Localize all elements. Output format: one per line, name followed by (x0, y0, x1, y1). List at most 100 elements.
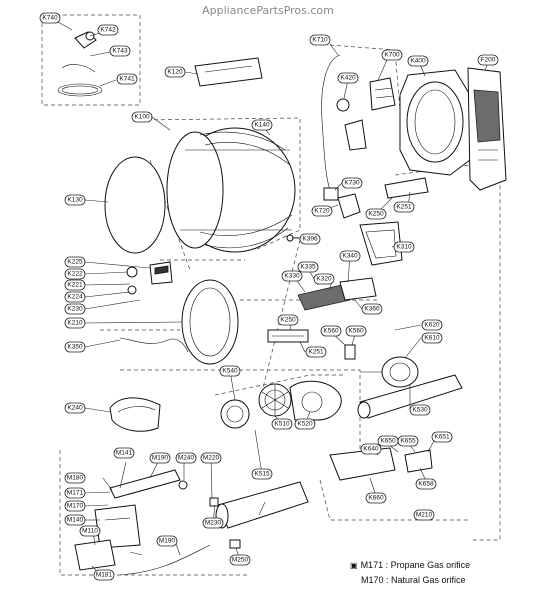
callout-k530: K530 (409, 404, 431, 416)
callout-text: K240 (67, 405, 83, 412)
callout-k730: K730 (341, 177, 363, 189)
callout-k520: K520 (294, 418, 316, 430)
callout-k350: K350 (64, 341, 86, 353)
callout-bubble (64, 194, 86, 206)
callout-bubble (113, 447, 135, 459)
callout-bubble (409, 404, 431, 416)
callout-bubble (309, 34, 331, 46)
filter-assembly (467, 67, 507, 191)
callout-m220: M220 (200, 452, 222, 464)
callout-k651: K651 (431, 431, 453, 443)
callout-k340: K340 (339, 250, 361, 262)
callout-k221: K221 (64, 279, 86, 291)
callout-bubble (64, 303, 86, 315)
callout-m230: M230 (202, 517, 224, 529)
callout-bubble (131, 111, 153, 123)
callout-m180: M180 (64, 472, 86, 484)
callout-m110: M110 (79, 525, 101, 537)
hose-kit (57, 31, 103, 97)
callout-text: M250 (232, 557, 249, 564)
callout-bubble (397, 435, 419, 447)
callout-k710: K710 (309, 34, 331, 46)
callout-k320: K320 (313, 273, 335, 285)
callout-bubble (393, 241, 415, 253)
callout-text: K222 (67, 271, 83, 278)
legend-line-natural: M170 : Natural Gas orifice (350, 573, 470, 587)
callout-m210: M210 (413, 509, 435, 521)
callout-bubble (281, 270, 303, 282)
callout-bubble (421, 332, 443, 344)
front-bulkhead (181, 279, 239, 365)
callout-text: K560 (348, 328, 364, 335)
callout-text: K510 (274, 421, 290, 428)
callout-bubble (360, 443, 382, 455)
callout-f200: F200 (477, 54, 499, 66)
callout-bubble (175, 452, 197, 464)
callout-text: K224 (67, 294, 83, 301)
part-labels: K740K742K743K741K120K100K140K130K710K420… (39, 12, 499, 581)
callout-text: K251 (308, 349, 324, 356)
callout-m181: M181 (93, 569, 115, 581)
callout-text: K650 (380, 438, 396, 445)
callout-k396: K396 (299, 233, 321, 245)
callout-k658: K658 (415, 478, 437, 490)
callout-text: K250 (280, 317, 296, 324)
callout-k740: K740 (39, 12, 61, 24)
callout-k560b: K560 (345, 325, 367, 337)
callout-bubble (415, 478, 437, 490)
callout-k610: K610 (421, 332, 443, 344)
callout-k420: K420 (337, 72, 359, 84)
callout-k335: K335 (297, 261, 319, 273)
callout-bubble (219, 365, 241, 377)
legend-text-propane: M171 : Propane Gas orifice (360, 560, 471, 570)
callout-bubble (251, 468, 273, 480)
callout-text: K530 (412, 407, 428, 414)
legend-text-natural: M170 : Natural Gas orifice (361, 575, 466, 585)
callout-text: M210 (416, 512, 433, 519)
callout-bubble (297, 261, 319, 273)
gas-valve-harness (321, 54, 341, 191)
callout-text: K225 (67, 259, 83, 266)
callout-bubble (64, 317, 86, 329)
callout-k330: K330 (281, 270, 303, 282)
callout-text: M230 (205, 520, 222, 527)
callout-text: K350 (67, 344, 83, 351)
callout-m141: M141 (113, 447, 135, 459)
callout-text: K540 (222, 368, 238, 375)
callout-text: K230 (67, 306, 83, 313)
drum (166, 127, 296, 253)
callout-bubble (116, 73, 138, 85)
callout-text: K310 (396, 244, 412, 251)
callout-bubble (341, 177, 363, 189)
callout-k310: K310 (393, 241, 415, 253)
callout-text: M170 (67, 503, 84, 510)
callout-bubble (421, 319, 443, 331)
callout-m240: M240 (175, 452, 197, 464)
callout-text: K335 (300, 264, 316, 271)
callout-k620: K620 (421, 319, 443, 331)
callout-text: K396 (302, 236, 318, 243)
callout-text: K400 (410, 58, 426, 65)
callout-k251b: K251 (305, 346, 327, 358)
callout-k120: K120 (164, 66, 186, 78)
callout-k510: K510 (271, 418, 293, 430)
callout-text: K660 (368, 495, 384, 502)
callout-text: K651 (434, 434, 450, 441)
callout-m171: M171 (64, 487, 86, 499)
legend-line-propane: ▣M171 : Propane Gas orifice (350, 558, 470, 573)
callout-bubble (229, 554, 251, 566)
callout-text: K730 (344, 180, 360, 187)
callout-bubble (413, 509, 435, 521)
gas-valve (74, 539, 116, 571)
callout-bubble (365, 492, 387, 504)
callout-k222: K222 (64, 268, 86, 280)
lint-filter (297, 284, 351, 311)
callout-k224: K224 (64, 291, 86, 303)
callout-text: K251 (396, 204, 412, 211)
callout-bubble (311, 205, 333, 217)
callout-k400: K400 (407, 55, 429, 67)
callout-bubble (361, 303, 383, 315)
callout-text: K741 (119, 76, 135, 83)
callout-m190b: M190 (156, 535, 178, 547)
callout-text: K210 (67, 320, 83, 327)
